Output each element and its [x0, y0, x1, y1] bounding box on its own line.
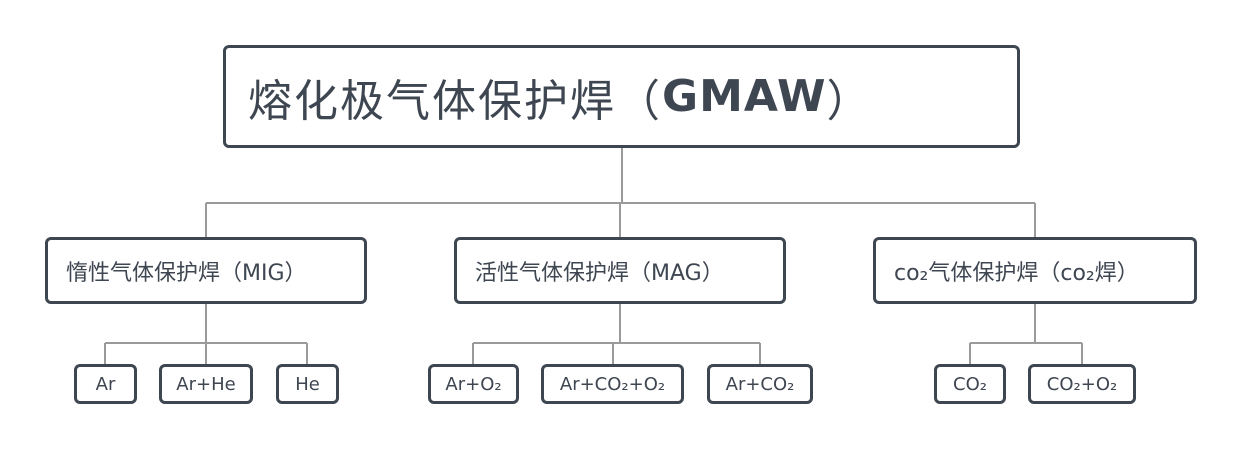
gas-label: CO₂+O₂ — [1046, 373, 1118, 395]
gas-node-ar-he: Ar+He — [159, 364, 253, 404]
gas-node-ar-o2: Ar+O₂ — [428, 364, 519, 404]
gas-label: Ar+CO₂ — [725, 373, 795, 395]
gas-label: Ar+He — [176, 373, 236, 395]
gas-node-ar-co2: Ar+CO₂ — [707, 364, 813, 404]
category-node-co2: co₂气体保护焊（co₂焊） — [873, 237, 1197, 304]
gas-label: He — [295, 373, 320, 395]
root-node-gmaw: 熔化极气体保护焊（GMAW） — [223, 45, 1020, 148]
root-label-abbr: GMAW — [662, 71, 827, 122]
gas-label: CO₂ — [953, 373, 987, 395]
category-label: 惰性气体保护焊（MIG） — [66, 260, 307, 286]
category-label: 活性气体保护焊（MAG） — [475, 260, 724, 286]
gas-node-co2-o2: CO₂+O₂ — [1028, 364, 1136, 404]
root-label-close: ） — [826, 75, 873, 127]
gas-label: Ar+O₂ — [445, 373, 502, 395]
category-node-mag: 活性气体保护焊（MAG） — [454, 237, 786, 304]
gas-node-ar: Ar — [74, 364, 137, 404]
gas-node-co2: CO₂ — [934, 364, 1006, 404]
root-label-cn: 熔化极气体保护焊（ — [248, 75, 662, 127]
gas-label: Ar — [95, 373, 116, 395]
gas-label: Ar+CO₂+O₂ — [559, 373, 666, 395]
category-label: co₂气体保护焊（co₂焊） — [894, 260, 1139, 286]
gas-node-he: He — [276, 364, 339, 404]
gas-node-ar-co2-o2: Ar+CO₂+O₂ — [541, 364, 684, 404]
category-node-mig: 惰性气体保护焊（MIG） — [45, 237, 367, 304]
